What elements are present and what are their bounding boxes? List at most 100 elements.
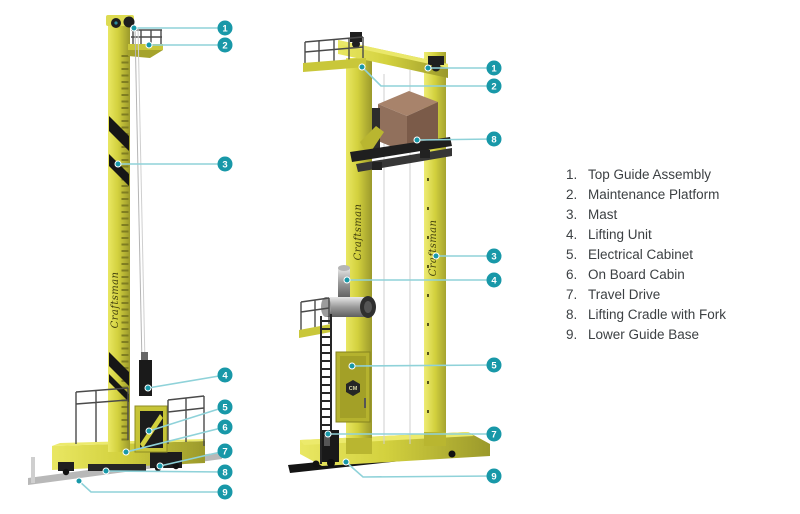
legend-item-label: Lifting Cradle with Fork [588, 307, 727, 322]
base-railing-right [167, 395, 205, 446]
callout-line [78, 480, 225, 493]
callout-target-dot [358, 63, 366, 71]
rail-end-post [31, 457, 35, 483]
legend-item-label: Lower Guide Base [588, 327, 700, 342]
drive-wheel [327, 459, 335, 467]
top-guide-assembly [428, 56, 444, 65]
callout-badge [217, 419, 233, 435]
callout-badge [217, 464, 233, 480]
wheel-block [58, 462, 74, 471]
wheel [62, 468, 70, 476]
legend-item: 3. Mast [566, 205, 726, 225]
callout-number: 7 [491, 429, 496, 440]
callout-target-dot [348, 362, 356, 370]
legend-item: 1. Top Guide Assembly [566, 165, 726, 185]
legend-item-number: 8. [566, 307, 578, 322]
callout-number: 5 [222, 402, 228, 413]
cabinet-handle [364, 398, 366, 408]
callout-number: 3 [222, 159, 227, 170]
callout-badge [217, 367, 233, 383]
hoist-cable [137, 27, 146, 365]
left-callout-2: 2 [145, 37, 233, 53]
callout-line [148, 406, 226, 432]
legend-item-label: Lifting Unit [588, 227, 652, 242]
callout-badge [217, 37, 233, 53]
right-callout-8: 8 [413, 131, 502, 147]
lifting-cradle-fork [350, 137, 452, 162]
legend-item-label: Travel Drive [588, 287, 661, 302]
callout-line [125, 426, 226, 453]
mast-logo-text: Craftsman [353, 204, 364, 261]
callout-number: 2 [222, 40, 227, 51]
legend-item-number: 6. [566, 267, 578, 282]
callout-line [345, 461, 495, 478]
callout-badge [486, 272, 502, 288]
callout-badge [486, 426, 502, 442]
left-callout-7: 7 [156, 443, 233, 470]
hazard-stripe [109, 116, 129, 151]
left-callout-5: 5 [145, 399, 233, 435]
maintenance-platform [303, 58, 366, 72]
wheel [172, 462, 180, 470]
mast-foot [424, 432, 446, 446]
legend-item-number: 1. [566, 167, 578, 182]
legend-item-number: 7. [566, 287, 578, 302]
left-callout-8: 8 [102, 464, 233, 480]
platform-railing [131, 29, 162, 45]
mast-logo-text: Craftsman [110, 272, 121, 329]
legend-item-number: 4. [566, 227, 578, 242]
mast-logo-text: Craftsman [428, 220, 439, 277]
legend-item-label: Mast [588, 207, 618, 222]
callout-number: 4 [491, 275, 497, 286]
callout-target-dot [156, 462, 164, 470]
callout-target-dot [413, 136, 421, 144]
right-callout-1: 1 [424, 60, 502, 76]
callout-badge [217, 156, 233, 172]
fork-cradle-lowered [88, 464, 146, 471]
right-callout-2: 2 [358, 63, 502, 94]
callout-number: 1 [491, 63, 497, 74]
legend-item-label: On Board Cabin [588, 267, 685, 282]
callout-target-dot [324, 430, 332, 438]
legend-item: 9.Lower Guide Base [566, 325, 726, 345]
legend-item-number: 5. [566, 247, 578, 262]
callout-line [147, 374, 226, 389]
cabinet-badge [346, 380, 360, 396]
left-callout-9: 9 [75, 477, 233, 500]
callout-badge [217, 20, 233, 36]
callout-target-dot [342, 458, 350, 466]
callout-number: 7 [222, 446, 227, 457]
right-callout-3: 3 [432, 248, 502, 264]
legend-item-label: Electrical Cabinet [588, 247, 694, 262]
callout-number: 3 [491, 251, 496, 262]
callout-target-dot [145, 427, 153, 435]
callout-badge [486, 60, 502, 76]
legend-item-label: Maintenance Platform [588, 187, 720, 202]
left-callout-6: 6 [122, 419, 233, 456]
callout-target-dot [130, 24, 138, 32]
callout-badge [486, 468, 502, 484]
callout-target-dot [144, 384, 152, 392]
callout-target-dot [102, 467, 110, 475]
legend-item: 7. Travel Drive [566, 285, 726, 305]
wheel [312, 460, 320, 468]
callout-line [105, 470, 226, 473]
callout-number: 6 [222, 422, 227, 433]
callout-target-dot [424, 64, 432, 72]
legend-item-number: 2. [566, 187, 578, 202]
callout-number: 8 [491, 134, 496, 145]
cabin-railing [300, 297, 330, 330]
mast-foot [346, 438, 372, 454]
callout-number: 9 [222, 487, 227, 498]
callout-number: 8 [222, 467, 227, 478]
legend-item-number: 3. [566, 207, 578, 222]
callout-target-dot [114, 160, 122, 168]
callout-line [416, 138, 495, 141]
left-callout-1: 1 [130, 20, 233, 36]
callout-target-dot [122, 448, 130, 456]
hoist-cable [134, 27, 143, 365]
legend-item-label: Top Guide Assembly [588, 167, 712, 182]
